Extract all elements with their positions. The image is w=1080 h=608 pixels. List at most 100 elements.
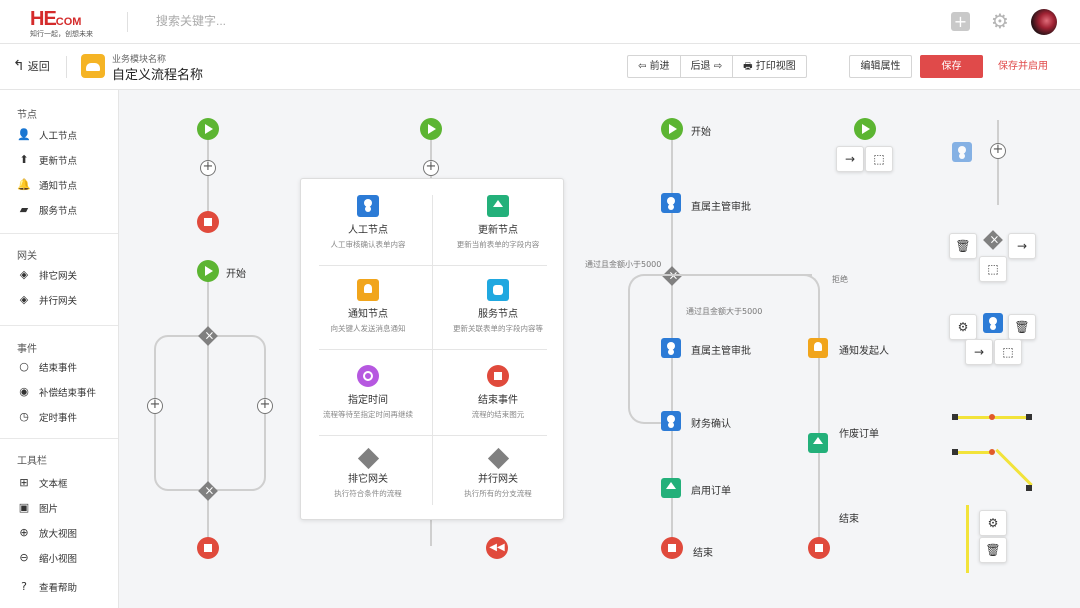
connector-handle[interactable] [952, 449, 958, 455]
clock-icon [357, 365, 379, 387]
selected-connector[interactable] [995, 448, 1033, 487]
logo[interactable]: HECOM 知行一起，创想未来 [30, 8, 93, 39]
start-event[interactable] [854, 118, 876, 140]
connector [672, 274, 812, 276]
picker-service-node[interactable]: 服务节点 更新关联表单的字段内容等 [433, 279, 563, 334]
selected-connector[interactable] [966, 505, 969, 573]
delete-button[interactable]: 🗑 [979, 537, 1007, 563]
picker-timer[interactable]: 指定时间 流程等待至指定时间再继续 [303, 365, 433, 420]
add-node-icon[interactable]: + [990, 143, 1006, 159]
edit-properties-button[interactable]: 编辑属性 [849, 55, 912, 78]
selected-connector[interactable] [954, 451, 992, 454]
print-view-button[interactable]: 🖶 打印视图 [733, 56, 806, 77]
connector-handle[interactable] [1026, 414, 1032, 420]
flow-canvas[interactable]: + 开始 + + + ◀◀ 人工节点 人工审核确认表单内容 更新节点 更新当前表… [120, 90, 1080, 608]
add-node-icon[interactable]: + [257, 398, 273, 414]
avatar[interactable] [1031, 9, 1057, 35]
sidebar-item-timer-event[interactable]: ◷定时事件 [17, 410, 77, 424]
textbox-icon: ⊞ [19, 476, 29, 489]
connector-handle[interactable] [1026, 485, 1032, 491]
user-node-icon[interactable] [661, 338, 681, 358]
node-label: 作废订单 [839, 429, 879, 440]
service-icon [487, 279, 509, 301]
save-and-enable-button[interactable]: 保存并启用 [998, 61, 1048, 72]
condition-label: 通过且金额小于5000 [585, 260, 662, 269]
back-button[interactable]: ↰返回 [13, 58, 50, 74]
sidebar-item-image[interactable]: ▣ 图片 [17, 501, 58, 515]
user-node-icon[interactable] [661, 193, 681, 213]
add-icon[interactable]: + [951, 12, 970, 31]
sidebar-item-zoom-in[interactable]: ⊕放大视图 [17, 526, 77, 540]
sidebar-item-zoom-out[interactable]: ⊖缩小视图 [17, 551, 77, 565]
user-node-icon[interactable] [952, 142, 972, 162]
sidebar-item-textbox[interactable]: ⊞文本框 [17, 476, 67, 490]
connector [997, 120, 999, 205]
connector-midpoint[interactable] [989, 449, 995, 455]
end-event[interactable] [197, 211, 219, 233]
gateways-section-title: 网关 [17, 251, 37, 262]
logo-slogan: 知行一起，创想未来 [30, 30, 93, 38]
delete-button[interactable]: 🗑 [949, 233, 977, 259]
user-node-icon[interactable] [661, 411, 681, 431]
sidebar-item-label: 图片 [39, 504, 59, 515]
sidebar-item-update-node[interactable]: ⬆更新节点 [17, 153, 77, 167]
upload-node-icon[interactable] [808, 433, 828, 453]
sidebar-item-end-event[interactable]: ○结束事件 [17, 360, 77, 374]
backward-button[interactable]: 后退 ⇨ [681, 56, 734, 77]
search-input[interactable] [156, 14, 456, 28]
sidebar-item-parallel-gateway[interactable]: ◈并行网关 [17, 293, 77, 307]
connector-midpoint[interactable] [989, 414, 995, 420]
picker-end-event[interactable]: 结束事件 流程的结束图元 [433, 365, 563, 420]
picker-update-node[interactable]: 更新节点 更新当前表单的字段内容 [433, 195, 563, 250]
image-icon: ▣ [18, 501, 30, 514]
sidebar-item-notify-node[interactable]: 🔔通知节点 [17, 178, 77, 192]
sidebar-item-manual-node[interactable]: 👤人工节点 [17, 128, 77, 142]
gear-icon[interactable]: ⚙ [991, 9, 1009, 33]
upload-node-icon[interactable] [661, 478, 681, 498]
add-node-icon[interactable]: + [423, 160, 439, 176]
compensation-end-icon[interactable]: ◀◀ [486, 537, 508, 559]
module-name: 业务模块名称 [112, 55, 167, 65]
settings-button[interactable]: ⚙ [949, 314, 977, 340]
connect-arrow-button[interactable]: → [836, 146, 864, 172]
bell-node-icon[interactable] [808, 338, 828, 358]
start-event[interactable] [661, 118, 683, 140]
add-node-icon[interactable]: + [147, 398, 163, 414]
sidebar-item-label: 更新节点 [39, 156, 78, 167]
save-button[interactable]: 保存 [920, 55, 983, 78]
picker-parallel-gateway[interactable]: 并行网关 执行所有的分支流程 [433, 447, 563, 499]
flow-title: 自定义流程名称 [112, 68, 204, 83]
end-event[interactable] [661, 537, 683, 559]
start-event[interactable] [197, 260, 219, 282]
end-label: 结束 [693, 548, 713, 559]
settings-button[interactable]: ⚙ [979, 510, 1007, 536]
backward-label: 后退 [690, 61, 711, 72]
sidebar-item-exclusive-gateway[interactable]: ◈排它网关 [17, 268, 77, 282]
branch-outline [154, 335, 266, 491]
add-element-button[interactable]: ⬚ [994, 339, 1022, 365]
picker-exclusive-gateway[interactable]: 排它网关 执行符合条件的流程 [303, 447, 433, 499]
user-node-icon[interactable] [983, 313, 1003, 333]
end-event[interactable] [197, 537, 219, 559]
gateway-icon[interactable] [983, 230, 1003, 250]
sidebar-item-service-node[interactable]: ▰服务节点 [17, 203, 77, 217]
start-event[interactable] [197, 118, 219, 140]
connect-arrow-button[interactable]: → [1008, 233, 1036, 259]
picker-notify-node[interactable]: 通知节点 向关键人发送消息通知 [303, 279, 433, 334]
sidebar-item-compensation-end-event[interactable]: ◉补偿结束事件 [17, 385, 96, 399]
add-element-button[interactable]: ⬚ [865, 146, 893, 172]
connect-arrow-button[interactable]: → [965, 339, 993, 365]
add-node-icon[interactable]: + [200, 160, 216, 176]
connector-handle[interactable] [952, 414, 958, 420]
picker-manual-node[interactable]: 人工节点 人工审核确认表单内容 [303, 195, 433, 250]
flow-doc-icon [81, 54, 105, 78]
start-event[interactable] [420, 118, 442, 140]
top-bar: HECOM 知行一起，创想未来 + ⚙ [0, 0, 1080, 44]
add-element-button[interactable]: ⬚ [979, 256, 1007, 282]
stop-icon [487, 365, 509, 387]
service-icon: ▰ [19, 203, 29, 216]
delete-button[interactable]: 🗑 [1008, 314, 1036, 340]
sidebar-item-help[interactable]: ?查看帮助 [17, 580, 77, 594]
forward-button[interactable]: ⇦ 前进 [628, 56, 681, 77]
end-event[interactable] [808, 537, 830, 559]
